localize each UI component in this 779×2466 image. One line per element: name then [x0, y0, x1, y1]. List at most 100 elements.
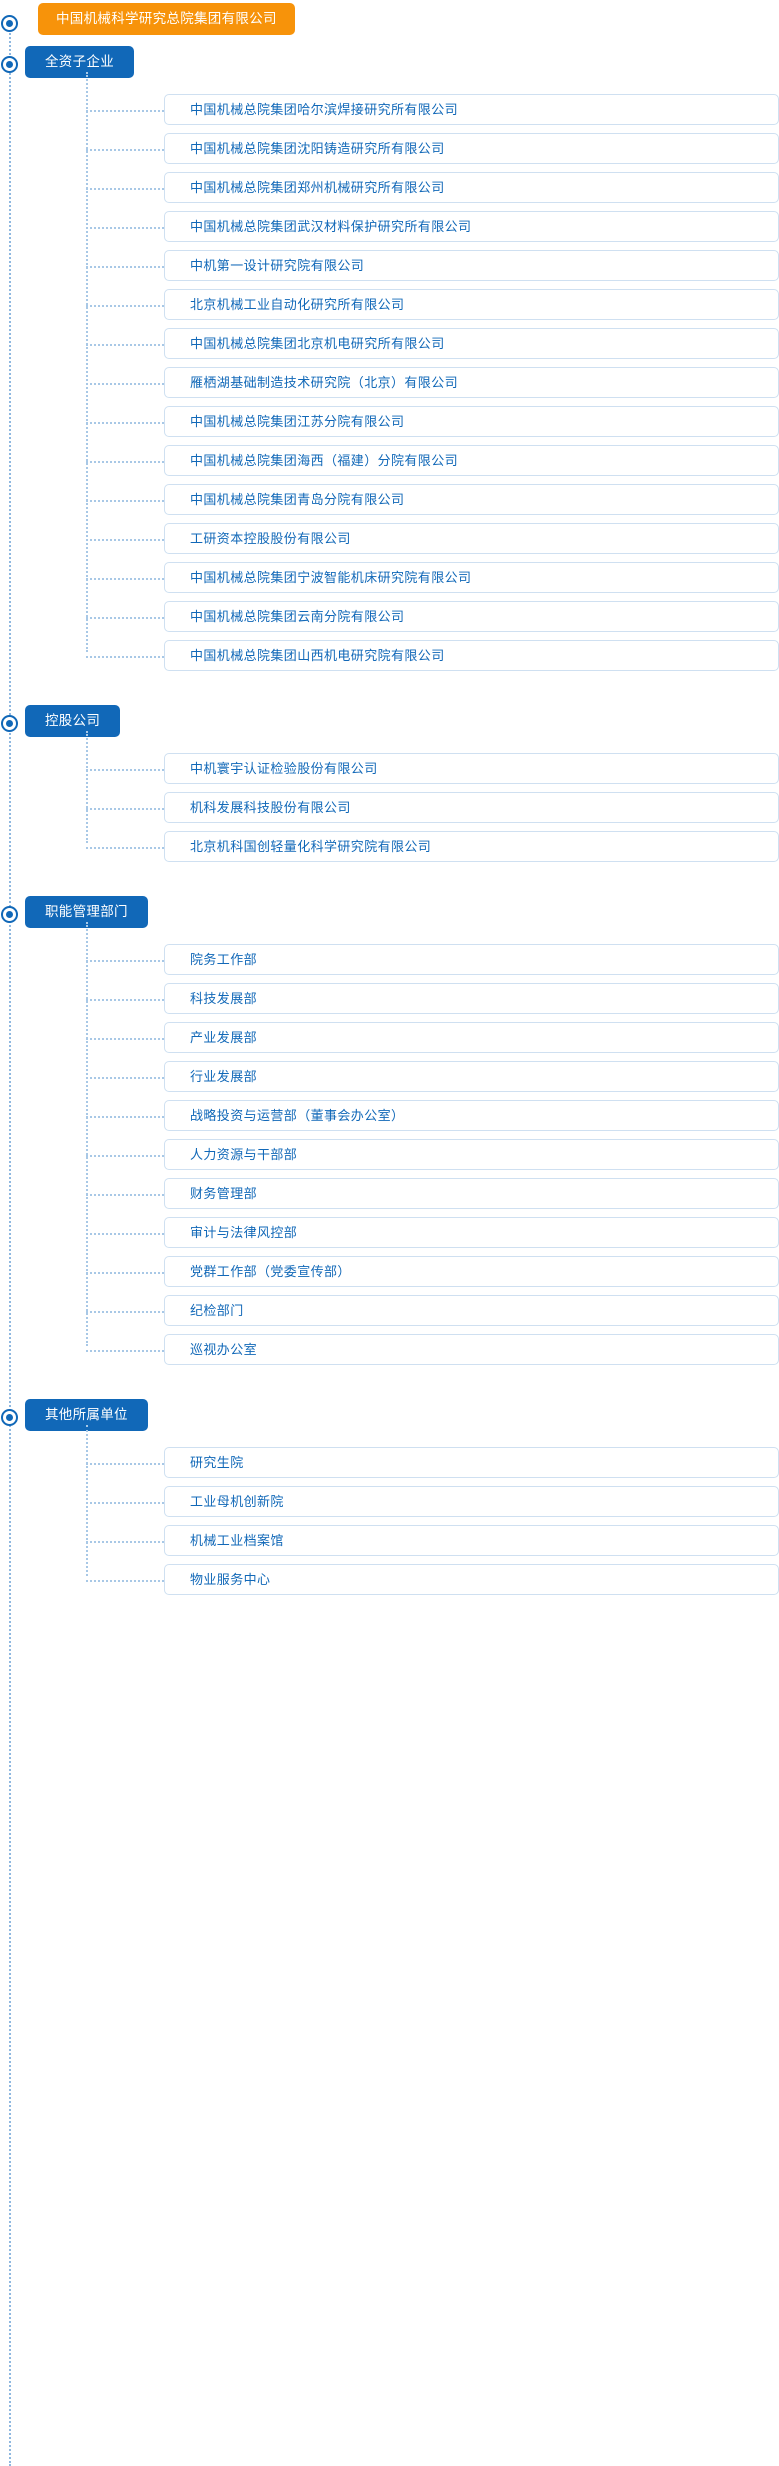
org-unit-card[interactable]: 中国机械总院集团青岛分院有限公司 — [164, 484, 779, 515]
org-unit-card[interactable]: 战略投资与运营部（董事会办公室） — [164, 1100, 779, 1131]
org-unit-row: 院务工作部 — [86, 940, 779, 979]
org-unit-row: 党群工作部（党委宣传部） — [86, 1252, 779, 1291]
org-unit-label: 中国机械总院集团青岛分院有限公司 — [190, 492, 405, 507]
org-unit-card[interactable]: 财务管理部 — [164, 1178, 779, 1209]
org-unit-card[interactable]: 巡视办公室 — [164, 1334, 779, 1365]
org-unit-card[interactable]: 中机寰宇认证检验股份有限公司 — [164, 753, 779, 784]
org-unit-card[interactable]: 纪检部门 — [164, 1295, 779, 1326]
org-unit-row: 中国机械总院集团哈尔滨焊接研究所有限公司 — [86, 90, 779, 129]
section-title-badge[interactable]: 职能管理部门 — [25, 896, 148, 928]
org-unit-row: 中机寰宇认证检验股份有限公司 — [86, 749, 779, 788]
section-spacer — [0, 1599, 779, 1629]
org-unit-label: 财务管理部 — [190, 1186, 258, 1201]
row-connector-line — [86, 616, 164, 619]
org-unit-card[interactable]: 中国机械总院集团北京机电研究所有限公司 — [164, 328, 779, 359]
org-unit-card[interactable]: 中国机械总院集团山西机电研究院有限公司 — [164, 640, 779, 671]
row-connector-line — [86, 109, 164, 112]
row-connector-line — [86, 1037, 164, 1040]
org-unit-row: 中机第一设计研究院有限公司 — [86, 246, 779, 285]
org-unit-row: 人力资源与干部部 — [86, 1135, 779, 1174]
org-unit-card[interactable]: 研究生院 — [164, 1447, 779, 1478]
row-connector-line — [86, 807, 164, 810]
org-section: 控股公司中机寰宇认证检验股份有限公司机科发展科技股份有限公司北京机科国创轻量化科… — [0, 705, 779, 896]
org-unit-card[interactable]: 雁栖湖基础制造技术研究院（北京）有限公司 — [164, 367, 779, 398]
org-unit-label: 中国机械总院集团宁波智能机床研究院有限公司 — [190, 570, 472, 585]
org-unit-card[interactable]: 北京机械工业自动化研究所有限公司 — [164, 289, 779, 320]
org-unit-card[interactable]: 人力资源与干部部 — [164, 1139, 779, 1170]
org-unit-label: 战略投资与运营部（董事会办公室） — [190, 1108, 405, 1123]
org-unit-row: 研究生院 — [86, 1443, 779, 1482]
org-unit-row: 产业发展部 — [86, 1018, 779, 1057]
org-unit-row: 财务管理部 — [86, 1174, 779, 1213]
org-unit-label: 北京机科国创轻量化科学研究院有限公司 — [190, 839, 432, 854]
row-connector-line — [86, 382, 164, 385]
row-connector-line — [86, 148, 164, 151]
branch-connector-line — [86, 1425, 88, 1576]
org-unit-card[interactable]: 中国机械总院集团云南分院有限公司 — [164, 601, 779, 632]
org-unit-label: 雁栖湖基础制造技术研究院（北京）有限公司 — [190, 375, 459, 390]
row-connector-line — [86, 1462, 164, 1465]
org-unit-row: 工研资本控股股份有限公司 — [86, 519, 779, 558]
section-title-badge[interactable]: 全资子企业 — [25, 46, 134, 78]
org-unit-card[interactable]: 院务工作部 — [164, 944, 779, 975]
root-organization-badge[interactable]: 中国机械科学研究总院集团有限公司 — [38, 3, 295, 35]
section-title-badge[interactable]: 控股公司 — [25, 705, 121, 737]
row-connector-line — [86, 538, 164, 541]
org-unit-card[interactable]: 物业服务中心 — [164, 1564, 779, 1595]
section-spacer — [0, 866, 779, 896]
org-unit-label: 中国机械总院集团沈阳铸造研究所有限公司 — [190, 141, 445, 156]
org-unit-card[interactable]: 北京机科国创轻量化科学研究院有限公司 — [164, 831, 779, 862]
org-unit-card[interactable]: 中国机械总院集团宁波智能机床研究院有限公司 — [164, 562, 779, 593]
section-node-dot-icon — [1, 715, 18, 732]
org-unit-label: 中机寰宇认证检验股份有限公司 — [190, 761, 378, 776]
org-unit-card[interactable]: 中国机械总院集团哈尔滨焊接研究所有限公司 — [164, 94, 779, 125]
org-unit-label: 中国机械总院集团郑州机械研究所有限公司 — [190, 180, 445, 195]
org-unit-card[interactable]: 工业母机创新院 — [164, 1486, 779, 1517]
section-children-list: 研究生院工业母机创新院机械工业档案馆物业服务中心 — [0, 1425, 779, 1599]
org-unit-card[interactable]: 中国机械总院集团海西（福建）分院有限公司 — [164, 445, 779, 476]
section-header: 全资子企业 — [0, 46, 779, 86]
org-unit-label: 院务工作部 — [190, 952, 258, 967]
org-unit-label: 机科发展科技股份有限公司 — [190, 800, 351, 815]
row-connector-line — [86, 655, 164, 658]
org-unit-card[interactable]: 科技发展部 — [164, 983, 779, 1014]
org-unit-row: 中国机械总院集团北京机电研究所有限公司 — [86, 324, 779, 363]
org-unit-card[interactable]: 中国机械总院集团江苏分院有限公司 — [164, 406, 779, 437]
org-unit-card[interactable]: 行业发展部 — [164, 1061, 779, 1092]
main-spine-line — [9, 18, 11, 2466]
org-unit-row: 工业母机创新院 — [86, 1482, 779, 1521]
org-unit-card[interactable]: 中机第一设计研究院有限公司 — [164, 250, 779, 281]
org-unit-row: 中国机械总院集团郑州机械研究所有限公司 — [86, 168, 779, 207]
org-unit-card[interactable]: 中国机械总院集团武汉材料保护研究所有限公司 — [164, 211, 779, 242]
org-unit-row: 审计与法律风控部 — [86, 1213, 779, 1252]
org-unit-row: 雁栖湖基础制造技术研究院（北京）有限公司 — [86, 363, 779, 402]
org-unit-card[interactable]: 中国机械总院集团郑州机械研究所有限公司 — [164, 172, 779, 203]
org-unit-label: 机械工业档案馆 — [190, 1533, 284, 1548]
org-unit-row: 物业服务中心 — [86, 1560, 779, 1599]
org-unit-row: 科技发展部 — [86, 979, 779, 1018]
section-header: 职能管理部门 — [0, 896, 779, 936]
org-unit-card[interactable]: 党群工作部（党委宣传部） — [164, 1256, 779, 1287]
org-unit-card[interactable]: 机科发展科技股份有限公司 — [164, 792, 779, 823]
row-connector-line — [86, 846, 164, 849]
org-unit-card[interactable]: 机械工业档案馆 — [164, 1525, 779, 1556]
row-connector-line — [86, 226, 164, 229]
section-children-list: 院务工作部科技发展部产业发展部行业发展部战略投资与运营部（董事会办公室） 人力资源… — [0, 922, 779, 1369]
row-connector-line — [86, 768, 164, 771]
org-unit-label: 产业发展部 — [190, 1030, 258, 1045]
org-unit-card[interactable]: 中国机械总院集团沈阳铸造研究所有限公司 — [164, 133, 779, 164]
row-connector-line — [86, 1232, 164, 1235]
section-header: 其他所属单位 — [0, 1399, 779, 1439]
org-unit-card[interactable]: 审计与法律风控部 — [164, 1217, 779, 1248]
org-unit-label: 中机第一设计研究院有限公司 — [190, 258, 365, 273]
row-connector-line — [86, 998, 164, 1001]
org-unit-card[interactable]: 产业发展部 — [164, 1022, 779, 1053]
org-unit-label: 审计与法律风控部 — [190, 1225, 298, 1240]
org-unit-card[interactable]: 工研资本控股股份有限公司 — [164, 523, 779, 554]
branch-connector-line — [86, 922, 88, 1346]
section-spacer — [0, 675, 779, 705]
org-unit-label: 中国机械总院集团山西机电研究院有限公司 — [190, 648, 445, 663]
row-connector-line — [86, 959, 164, 962]
row-connector-line — [86, 1193, 164, 1196]
